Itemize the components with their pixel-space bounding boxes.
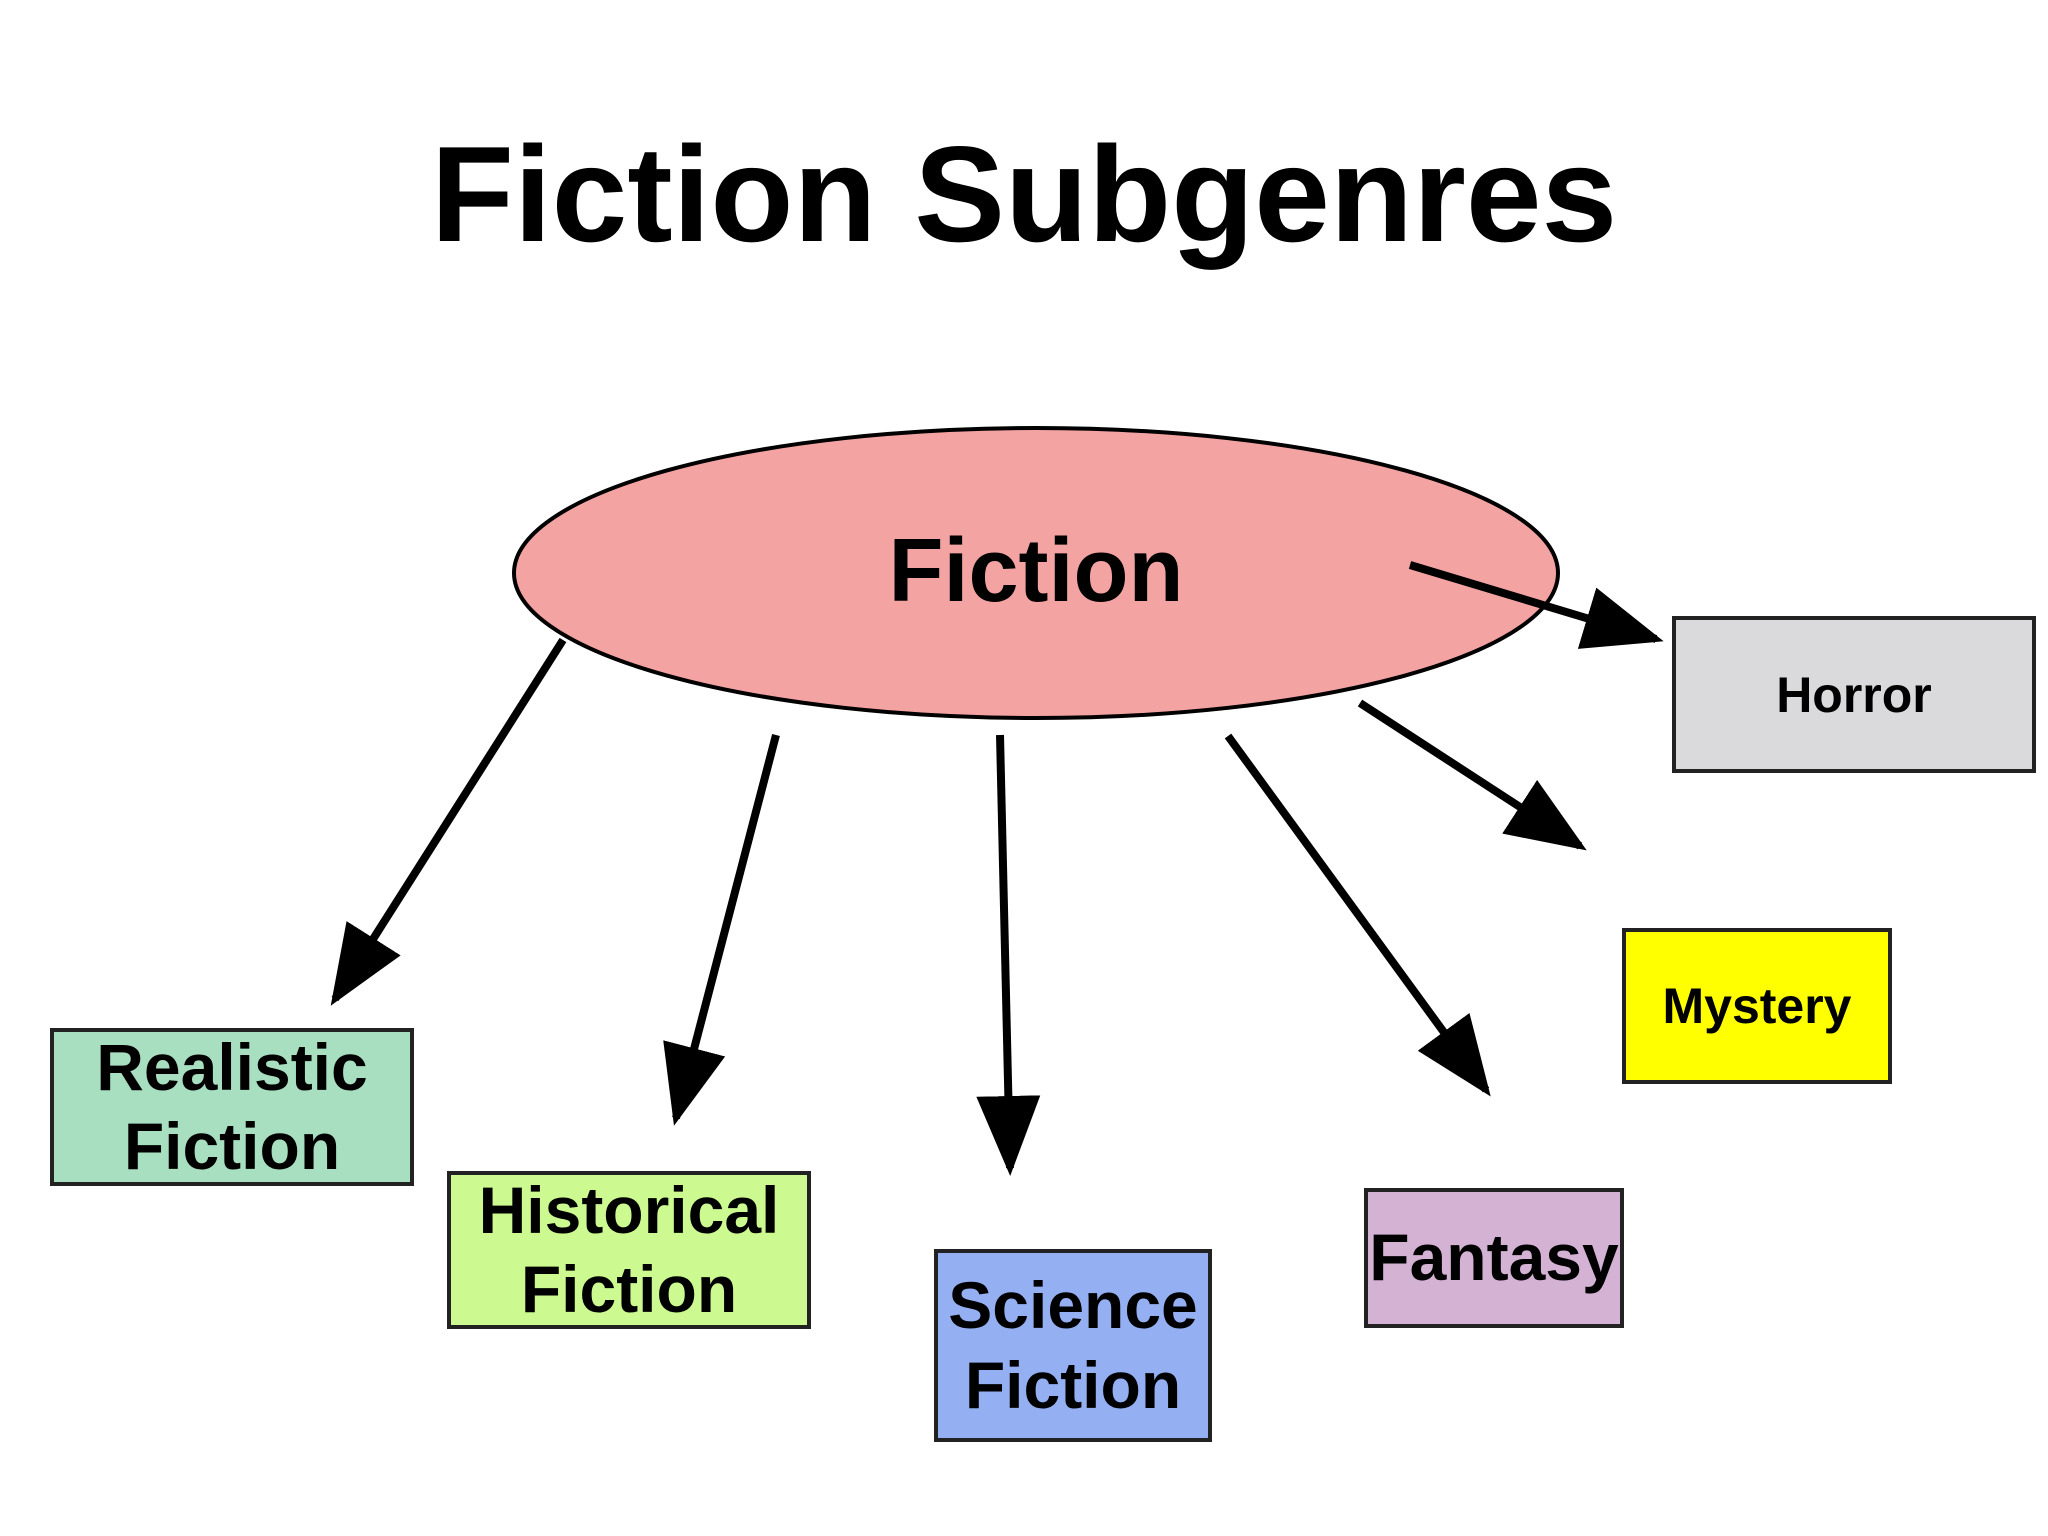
fantasy-label: Fantasy [1369,1220,1619,1295]
horror-box: Horror [1672,616,2036,773]
historical-fiction-box: Historical Fiction [447,1171,811,1329]
arrow-to-horror [1408,561,1664,649]
science-fiction-box: Science Fiction [934,1249,1212,1442]
arrow-to-fantasy [1224,733,1491,1097]
arrow-to-historical-fiction [663,733,780,1126]
mystery-box: Mystery [1622,928,1892,1084]
realistic-fiction-box: Realistic Fiction [50,1028,414,1186]
fiction-root-label: Fiction [888,521,1184,621]
arrow-to-realistic-fiction [330,637,567,1006]
historical-fiction-label: Historical Fiction [478,1172,780,1326]
arrow-to-science-fiction [976,734,1041,1176]
horror-label: Horror [1776,666,1932,723]
fantasy-box: Fantasy [1364,1188,1624,1328]
mystery-label: Mystery [1662,978,1852,1034]
fiction-ellipse [512,426,1560,720]
realistic-fiction-label: Realistic Fiction [96,1029,368,1183]
arrow-to-mystery [1357,699,1587,851]
diagram-title: Fiction Subgenres [430,118,1618,270]
science-fiction-label: Science Fiction [948,1268,1198,1422]
